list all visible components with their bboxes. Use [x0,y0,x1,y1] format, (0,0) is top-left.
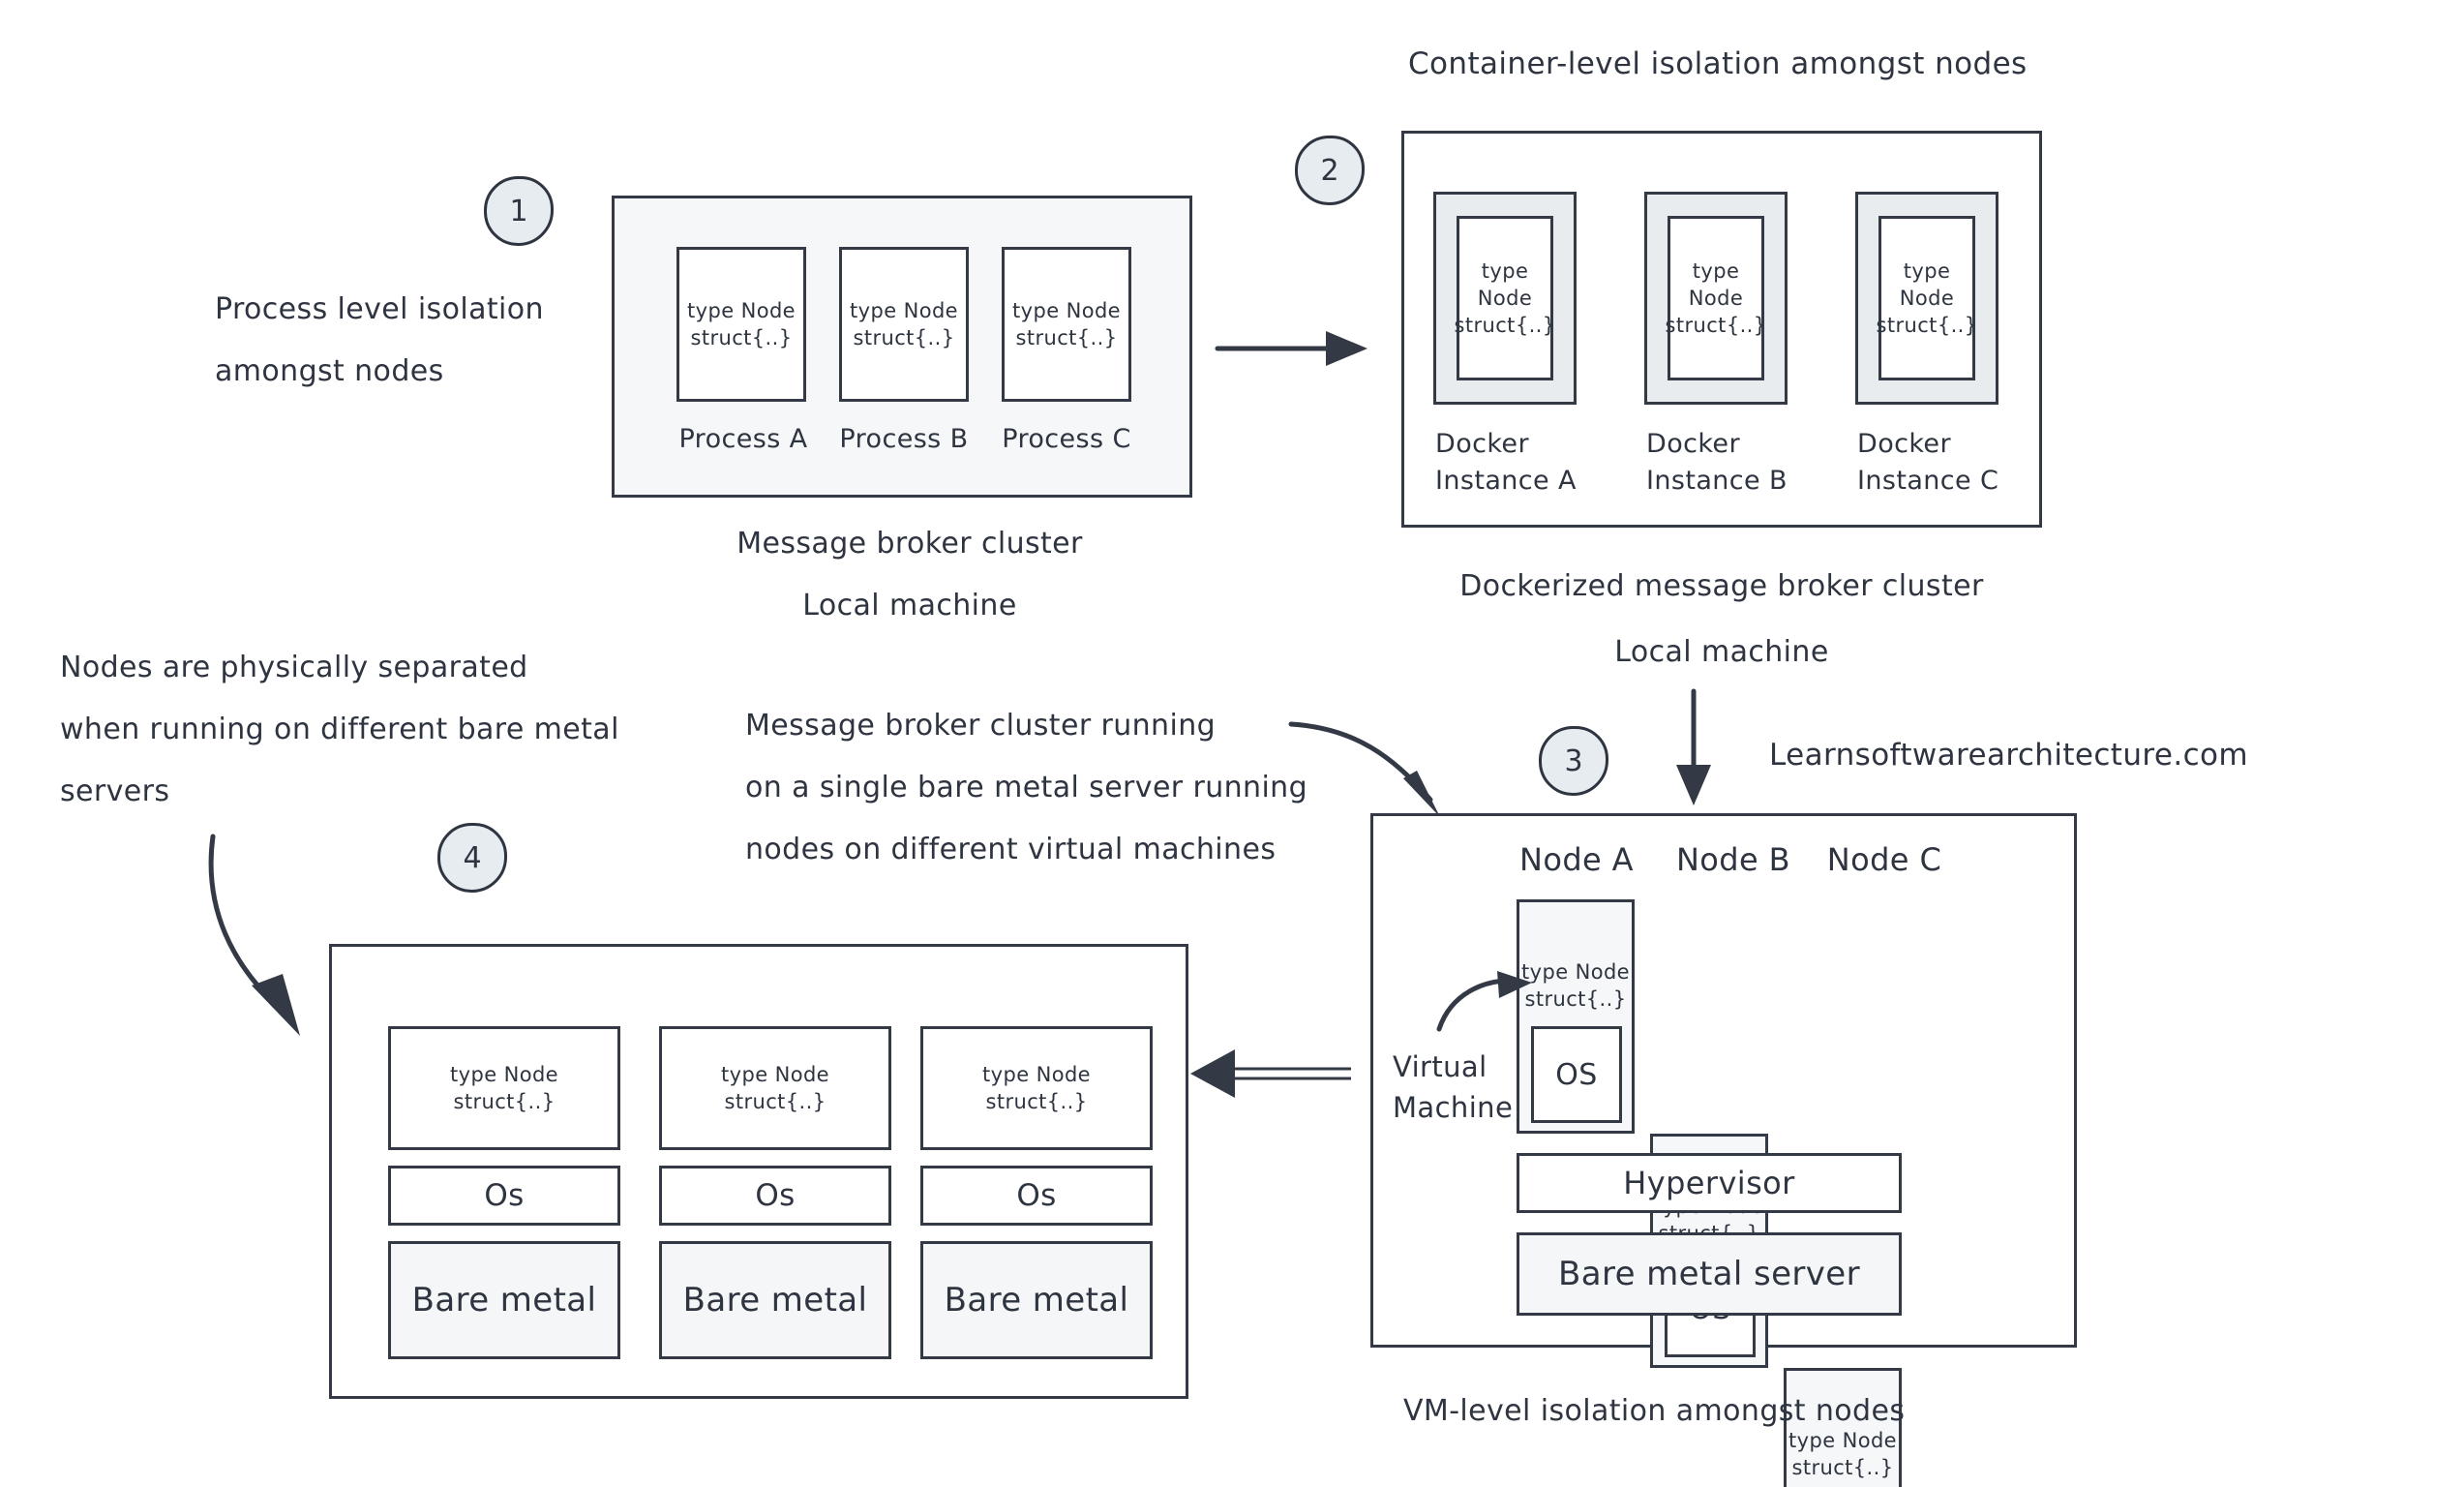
step2-docker-a-code: type Node struct{..} [1454,259,1556,337]
step2-caption-line1: Dockerized message broker cluster [1459,569,1984,603]
step3-vm-a: type Node struct{..} OS [1517,899,1635,1134]
step2-docker-c-container: type Node struct{..} [1855,192,1998,405]
step4-hw-b-label: Bare metal [682,1281,868,1320]
step1-node-a-box: type Node struct{..} [676,247,806,402]
step4-node-a-box: type Node struct{..} [388,1026,620,1150]
step4-hw-a-box: Bare metal [388,1241,620,1359]
arrow-note-to-step3-panel [1288,721,1440,817]
step3-vm-a-code: type Node struct{..} [1521,960,1630,1011]
arrow-note-to-step4-panel [208,834,300,1036]
step4-note: Nodes are physically separated when runn… [60,651,619,808]
step2-docker-a-node-box: type Node struct{..} [1454,216,1556,380]
step2-docker-b-node-box: type Node struct{..} [1665,216,1767,380]
step-badge-4: 4 [437,823,507,893]
step4-node-b-box: type Node struct{..} [659,1026,891,1150]
step3-vm-c: type Node struct{..} OS [1784,1368,1902,1487]
step3-hypervisor-box: Hypervisor [1517,1153,1902,1213]
arrow-step3-to-step4 [1190,1049,1351,1098]
step4-node-c-box: type Node struct{..} [920,1026,1153,1150]
step-badge-3: 3 [1539,726,1608,796]
step1-node-c-label: Process C [1002,424,1131,454]
step3-panel: Node A Node B Node C type Node struct{..… [1370,813,2077,1487]
step-badge-1: 1 [484,176,554,246]
step-badge-4-label: 4 [463,840,482,875]
step2-docker-c-node-box: type Node struct{..} [1876,216,1978,380]
step4-hw-b-box: Bare metal [659,1241,891,1359]
step-badge-1-label: 1 [509,194,528,228]
step2-docker-c-code: type Node struct{..} [1876,259,1978,337]
step1-node-b-box: type Node struct{..} [839,247,969,402]
arrow-virtual-machine-pointer [1436,971,1532,1032]
step2-docker-a-container: type Node struct{..} [1433,192,1577,405]
step1-node-a-code: type Node struct{..} [687,299,796,349]
step3-note: Message broker cluster running on a sing… [745,709,1308,866]
step4-os-a-box: Os [388,1166,620,1226]
step3-node-c-header: Node C [1826,841,1942,878]
step3-caption: VM-level isolation amongst nodes [1403,1394,1906,1428]
step3-vm-c-code: type Node struct{..} [1788,1429,1897,1479]
step3-bare-metal-server-label: Bare metal server [1557,1255,1860,1293]
step2-caption-line2: Local machine [1614,635,1829,669]
step3-vm-a-os-box: OS [1531,1026,1622,1123]
step1-node-c-box: type Node struct{..} [1002,247,1131,402]
step1-node-b-code: type Node struct{..} [850,299,958,349]
step2-docker-b-container: type Node struct{..} [1644,192,1788,405]
step4-os-c-box: Os [920,1166,1153,1226]
step3-vm-annotation: Virtual Machine [1393,1050,1514,1124]
step1-node-a-label: Process A [678,424,808,454]
step4-os-b-label: Os [755,1178,796,1213]
step1-node-b-label: Process B [839,424,969,454]
step2-docker-c-label: Docker Instance C [1857,429,1999,496]
step4-node-b-code: type Node struct{..} [721,1063,829,1113]
step4-os-b-box: Os [659,1166,891,1226]
step3-vm-a-os-label: OS [1555,1057,1598,1092]
step2-docker-a-label: Docker Instance A [1435,429,1577,496]
step3-bare-metal-server-box: Bare metal server [1517,1232,1902,1316]
step1-node-c-code: type Node struct{..} [1012,299,1121,349]
step1-caption: Message broker cluster Local machine [736,527,1083,622]
step4-os-a-label: Os [484,1178,525,1213]
step2-panel: type Node struct{..} type Node struct{..… [1401,131,2042,528]
step4-os-c-label: Os [1016,1178,1057,1213]
step4-hw-c-label: Bare metal [944,1281,1129,1320]
step3-hypervisor-label: Hypervisor [1623,1165,1795,1201]
step2-docker-b-label: Docker Instance B [1646,429,1788,496]
arrow-step1-to-step2 [1215,331,1367,366]
step3-node-b-header: Node B [1675,841,1791,878]
watermark: Learnsoftwarearchitecture.com [1769,738,2249,773]
step3-node-a-header: Node A [1519,841,1634,878]
step4-node-c-code: type Node struct{..} [982,1063,1091,1113]
step1-panel: type Node struct{..} type Node struct{..… [612,196,1192,498]
step-badge-3-label: 3 [1564,744,1583,778]
step1-note: Process level isolation amongst nodes [215,292,544,388]
step4-node-a-code: type Node struct{..} [450,1063,558,1113]
step-badge-2: 2 [1295,136,1365,205]
step4-hw-c-box: Bare metal [920,1241,1153,1359]
step4-hw-a-label: Bare metal [411,1281,597,1320]
step4-panel: type Node struct{..} Os Bare metal type … [329,944,1188,1399]
arrow-step2-to-step3 [1676,688,1711,805]
step2-title: Container-level isolation amongst nodes [1408,46,2028,81]
step2-docker-b-code: type Node struct{..} [1665,259,1767,337]
step-badge-2-label: 2 [1320,153,1339,188]
